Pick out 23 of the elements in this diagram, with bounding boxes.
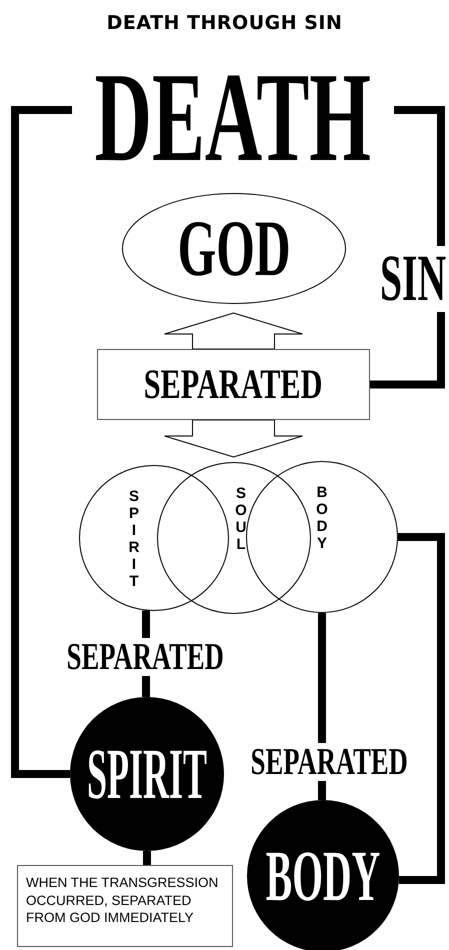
- note-box: [17, 865, 233, 947]
- process-box: [97, 349, 370, 420]
- edge-label: SIN: [380, 246, 446, 312]
- node-label: BODY: [266, 840, 380, 912]
- node-label: GOD: [178, 208, 290, 288]
- circle-node: [157, 462, 311, 614]
- node-label: SEPARATED: [144, 364, 323, 406]
- diagram-title: DEATH THROUGH SIN: [106, 12, 344, 34]
- hollow-arrow: [164, 420, 303, 458]
- circle-node: [79, 465, 229, 611]
- hollow-arrow: [164, 312, 303, 350]
- node-label: SPIRIT: [86, 738, 208, 810]
- edge-label: SEPARATED: [250, 743, 408, 781]
- connector-line: [143, 851, 151, 865]
- vertical-label: SPIRIT: [128, 488, 140, 590]
- death-heading: DEATH: [94, 53, 372, 181]
- vertical-label: BODY: [316, 484, 328, 552]
- circle-node: [246, 461, 398, 613]
- edge-label: SEPARATED: [66, 638, 224, 676]
- connector-line: [11, 106, 72, 778]
- note-text: WHEN THE TRANSGRESSION OCCURRED, SEPARATED FROM GOD IMMEDIATELY: [26, 874, 220, 927]
- vertical-label: SOUL: [235, 485, 247, 553]
- connector-line: [398, 533, 445, 884]
